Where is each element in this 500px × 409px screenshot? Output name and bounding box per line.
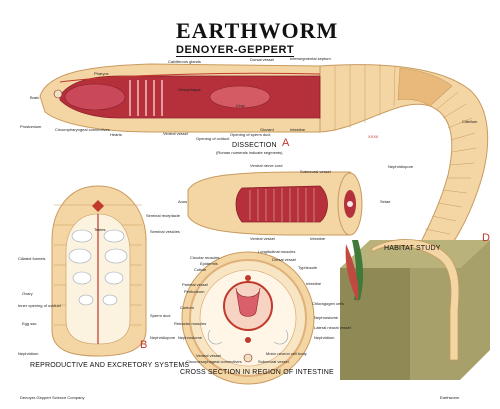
label-seminal-receptacle: Seminal receptacle	[146, 213, 181, 218]
page-title: EARTHWORM	[176, 18, 339, 43]
section-c-title: CROSS SECTION IN REGION OF INTESTINE	[180, 369, 334, 376]
cs-nerve-cord	[243, 353, 253, 363]
label-gizzard: Gizzard	[260, 127, 274, 132]
footer-brand: Denoyer-Geppert Science Company	[20, 395, 85, 400]
label-nephridiopore-a: Nephridiopore	[388, 164, 414, 169]
hearts-loops	[129, 80, 163, 116]
label-longitudinal-muscles: Longitudinal muscles	[258, 249, 296, 254]
label-intersegmental-septum: Intersegmental septum	[290, 56, 331, 61]
dorsal-vessel-line	[59, 72, 321, 83]
cs-dorsal-vessel	[245, 275, 251, 281]
mid-worm-cut-core	[347, 201, 353, 207]
label-coelom: Coelom	[180, 305, 194, 310]
label-cuticle: Cuticle	[194, 267, 207, 272]
label-subneural-vessel: Subneural vessel	[300, 169, 331, 174]
habitat-grass	[352, 240, 364, 300]
section-b-letter: B	[140, 339, 148, 351]
label-parietal-vessel: Parietal vessel	[182, 282, 209, 287]
habitat-worm-burrow	[371, 239, 460, 361]
label-anus: Anus	[178, 199, 188, 204]
label-calciferous-glands: Calciferous glands	[168, 59, 201, 64]
mid-gut-folds	[249, 188, 315, 222]
label-oesophagus: Oesophagus	[178, 87, 201, 92]
label-testes: Testes	[94, 227, 106, 232]
cs-nephridia	[207, 329, 289, 345]
clitellum-band	[397, 67, 453, 107]
label-nephrostome-2: Nephrostome	[178, 335, 203, 340]
seminal-vesicles	[68, 229, 128, 306]
label-prostomium: Prostomium	[20, 124, 42, 129]
label-inner-opening: Inner opening of oviduct	[18, 303, 61, 308]
label-retractor-muscles: Retractor muscles	[174, 321, 207, 326]
label-seminal-vesicles: Seminal vesicles	[150, 229, 180, 234]
label-mid-ventral-vessel: Ventral vessel	[250, 236, 275, 241]
crop-shape	[209, 85, 271, 109]
label-nephridium-b: Nephridium	[18, 351, 39, 356]
label-nephridiopore-b: Nephridiopore	[150, 335, 176, 340]
section-d-letter: D	[482, 232, 490, 244]
cross-section-diagram	[181, 251, 315, 385]
label-dorsal-vessel: Dorsal vessel	[250, 57, 275, 62]
digestive-tract	[59, 75, 321, 119]
label-epidermis: Epidermis	[200, 261, 218, 266]
brain-shape	[53, 89, 63, 99]
label-opening-oviduct: Opening of oviduct	[196, 136, 230, 141]
habitat-diagram	[340, 239, 490, 380]
label-cs-intestine: Intestine	[306, 281, 322, 286]
label-sperm-duct: Sperm duct	[150, 313, 171, 318]
section-b-title: REPRODUCTIVE AND EXCRETORY SYSTEMS	[30, 362, 190, 369]
label-cs-dorsal-vessel: Dorsal vessel	[272, 257, 297, 262]
label-ciliated-funnels: Ciliated funnels	[18, 256, 46, 261]
label-opening-sperm-duct: Opening of sperm duct	[230, 132, 271, 137]
habitat-soil-side	[340, 268, 410, 380]
label-mid-intestine: Intestine	[310, 236, 326, 241]
section-a-note: (Roman numerals indicate segments)	[216, 150, 283, 155]
label-circumpharyngeal: Circumpharyngeal connectives	[55, 127, 110, 132]
publisher-name: DENOYER-GEPPERT	[176, 44, 295, 57]
label-intestine: Intestine	[290, 127, 306, 132]
label-brain: Brain	[30, 95, 40, 100]
cs-ventral-vessel	[245, 337, 251, 343]
label-peritoneum: Peritoneum	[184, 289, 205, 294]
label-segment-count: XXXII	[368, 134, 379, 139]
section-a-title: DISSECTION	[232, 142, 277, 149]
label-crop: Crop	[236, 103, 245, 108]
label-nephrostome: Nephrostome	[314, 315, 339, 320]
tail-segment-lines	[334, 64, 477, 247]
dissection-worm	[39, 63, 489, 259]
label-circular-muscles: Circular muscles	[190, 255, 220, 260]
label-ovary: Ovary	[22, 291, 33, 296]
pharynx-shape	[64, 83, 126, 111]
label-cs-ventral-vessel: Ventral vessel	[196, 353, 221, 358]
b-top-mark	[92, 200, 104, 212]
habitat-leaf	[345, 244, 359, 302]
label-pharynx: Pharynx	[94, 71, 109, 76]
label-ventral-nerve-cord: Ventral nerve cord	[250, 163, 283, 168]
label-chloragogen: Chloragogen cells	[312, 301, 345, 306]
label-typhlosole: Typhlosole	[298, 265, 318, 270]
label-setae: Setae	[380, 199, 391, 204]
label-lateral-neural: Lateral neural vessel	[314, 325, 351, 330]
label-cs-subneural: Subneural vessel	[258, 359, 289, 364]
footer-right: Earthworm	[440, 395, 460, 400]
mid-worm	[187, 171, 363, 236]
label-motor-neuron: Motor neuron cell body	[266, 351, 307, 356]
label-clitellum: Clitellum	[462, 119, 478, 124]
reproductive-diagram	[51, 185, 147, 357]
label-cs-nephridium: Nephridium	[314, 335, 335, 340]
cs-typhlosole	[235, 287, 261, 317]
label-hearts: Hearts	[110, 132, 122, 137]
label-egg-sac: Egg sac	[22, 321, 37, 326]
section-a-letter: A	[282, 137, 290, 149]
label-circumesophageal: Circumesophageal connectives	[186, 359, 242, 364]
section-d-title: HABITAT STUDY	[384, 245, 441, 252]
label-ventral-vessel: Ventral vessel	[163, 131, 188, 136]
